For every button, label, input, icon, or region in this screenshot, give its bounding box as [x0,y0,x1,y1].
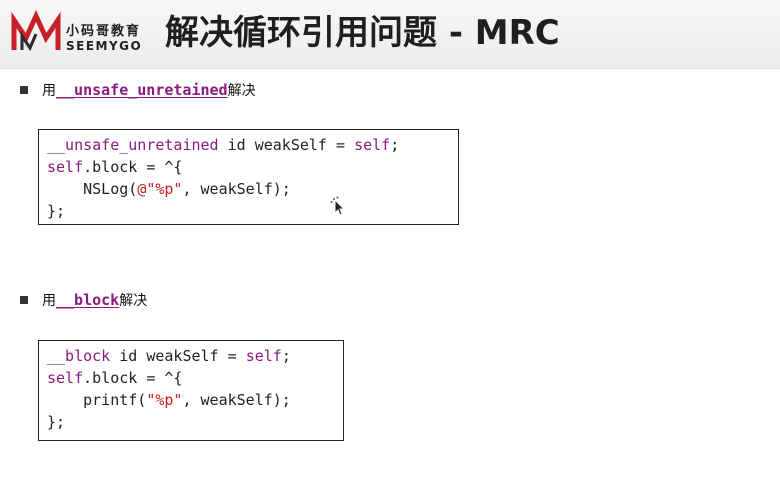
code-token: }; [47,202,66,220]
code-block-unsafe-unretained: __unsafe_unretained id weakSelf = self; … [38,129,459,225]
bullet-unsafe-unretained: 用 __unsafe_unretained 解决 [20,80,256,100]
code-token: id weakSelf = [110,347,246,365]
code-line: __block id weakSelf = self; [47,345,335,367]
code-line: self.block = ^{ [47,367,335,389]
mouse-cursor-icon [330,196,346,216]
code-token: ; [281,347,291,365]
bullet-prefix: 用 [42,293,56,309]
code-token: NSLog( [47,180,138,198]
bullet-block: 用 __block 解决 [20,290,147,310]
code-line: }; [47,411,335,433]
bullet-suffix: 解决 [119,293,148,309]
page-title: 解决循环引用问题 - MRC [165,13,560,53]
code-line: NSLog(@"%p", weakSelf); [47,178,450,200]
bullet-prefix: 用 [42,83,56,99]
code-line: printf("%p", weakSelf); [47,389,335,411]
bullet-square-icon [20,296,28,304]
code-token: __block [47,347,111,365]
code-token: "%p" [146,391,183,409]
code-token: printf( [47,391,147,409]
code-line: }; [47,200,450,222]
code-token: self [354,136,391,154]
code-token: , weakSelf); [182,180,291,198]
bullet-suffix: 解决 [227,83,256,99]
code-line: self.block = ^{ [47,156,450,178]
code-token: self [245,347,282,365]
code-token: ; [390,136,400,154]
header-bar: 小码哥教育 SEEMYGO 解决循环引用问题 - MRC [0,0,780,69]
seemygo-logo: 小码哥教育 SEEMYGO [10,8,155,60]
code-token: , weakSelf); [182,391,291,409]
logo-m-icon [11,10,61,52]
code-token: self [47,369,84,387]
code-block-block: __block id weakSelf = self; self.block =… [38,340,344,441]
code-token: .block = ^{ [83,369,183,387]
bullet-keyword: __unsafe_unretained [56,81,228,99]
bullet-keyword: __block [56,291,120,309]
logo-chinese-text: 小码哥教育 [66,24,142,39]
code-token: .block = ^{ [83,158,183,176]
bullet-square-icon [20,86,28,94]
code-token: }; [47,413,66,431]
logo-english-text: SEEMYGO [66,39,143,53]
code-token: @"%p" [137,180,183,198]
code-token: __unsafe_unretained [47,136,219,154]
code-token: self [47,158,84,176]
code-token: id weakSelf = [218,136,355,154]
code-line: __unsafe_unretained id weakSelf = self; [47,134,450,156]
